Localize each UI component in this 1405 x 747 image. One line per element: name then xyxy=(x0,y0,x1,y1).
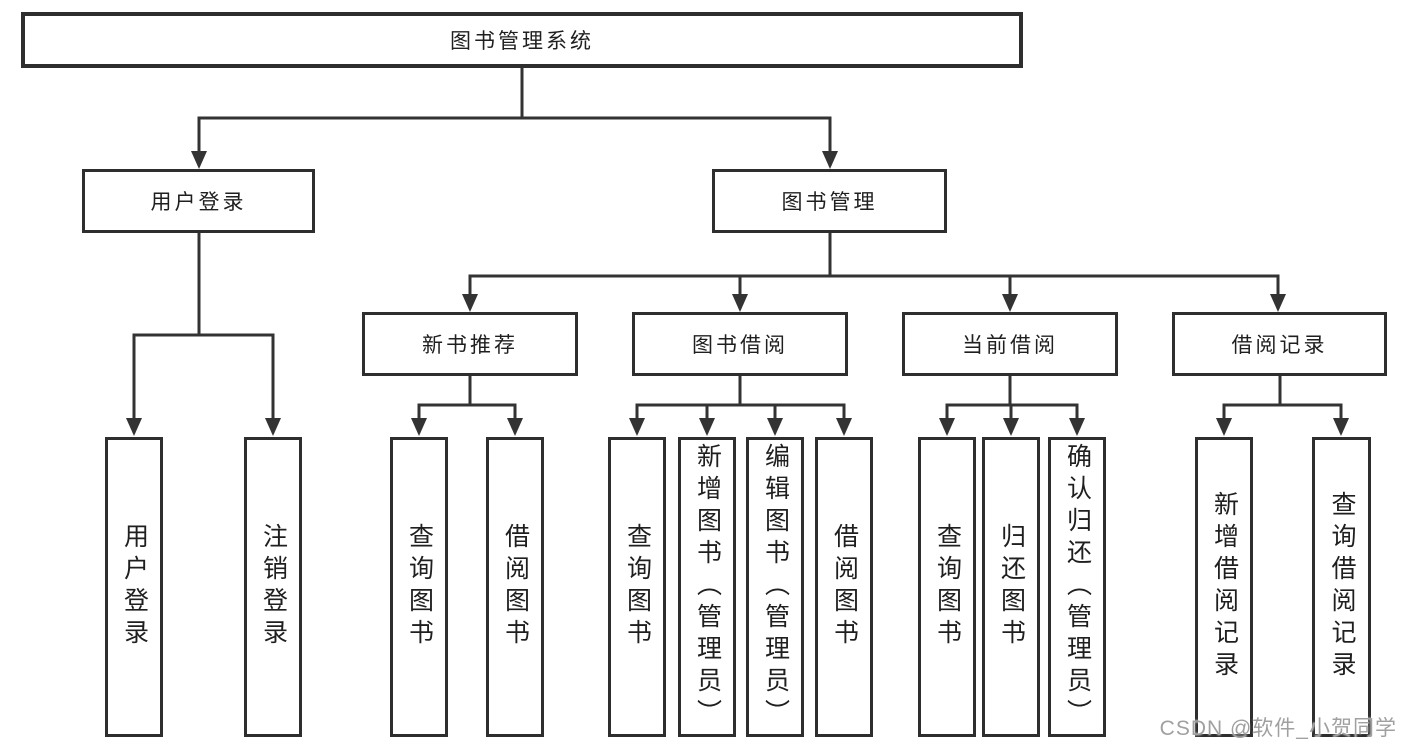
leaf-edit-book-admin: 编辑图书（管理员） xyxy=(746,437,804,737)
leaf-user-login: 用户登录 xyxy=(105,437,163,737)
leaf-borrow-books: 借阅图书 xyxy=(815,437,873,737)
node-label: 新书推荐 xyxy=(422,334,518,357)
node-label: 归还图书 xyxy=(997,523,1026,651)
node-new-book-recommendation: 新书推荐 xyxy=(362,312,578,376)
leaf-query-books-borrowing: 查询图书 xyxy=(608,437,666,737)
node-label: 用户登录 xyxy=(120,523,149,651)
leaf-query-books-recommend: 查询图书 xyxy=(390,437,448,737)
node-borrowing-records: 借阅记录 xyxy=(1172,312,1387,376)
node-label: 新增借阅记录 xyxy=(1210,491,1239,683)
node-label: 新增图书（管理员） xyxy=(693,443,722,731)
csdn-watermark: CSDN @软件_小贺同学 xyxy=(1159,717,1397,740)
leaf-return-book: 归还图书 xyxy=(982,437,1040,737)
leaf-logout: 注销登录 xyxy=(244,437,302,737)
node-label: 查询借阅记录 xyxy=(1328,491,1356,683)
node-label: 查询图书 xyxy=(405,523,434,651)
node-book-borrowing: 图书借阅 xyxy=(632,312,848,376)
node-label: 确认归还（管理员） xyxy=(1063,443,1092,731)
leaf-confirm-return-admin: 确认归还（管理员） xyxy=(1048,437,1106,737)
node-library-management-system: 图书管理系统 xyxy=(21,12,1023,68)
leaf-query-books-current: 查询图书 xyxy=(918,437,976,737)
node-user-login: 用户登录 xyxy=(82,169,315,233)
node-label: 图书管理系统 xyxy=(450,30,594,53)
node-current-borrowing: 当前借阅 xyxy=(902,312,1118,376)
node-label: 借阅图书 xyxy=(830,523,859,651)
leaf-query-borrow-record: 查询借阅记录 xyxy=(1312,437,1371,737)
node-label: 当前借阅 xyxy=(962,334,1058,357)
node-label: 编辑图书（管理员） xyxy=(761,443,790,731)
leaf-add-borrow-record: 新增借阅记录 xyxy=(1195,437,1253,737)
node-label: 注销登录 xyxy=(259,523,288,651)
node-label: 用户登录 xyxy=(150,191,247,214)
leaf-add-book-admin: 新增图书（管理员） xyxy=(678,437,736,737)
node-label: 查询图书 xyxy=(933,523,962,651)
node-label: 借阅记录 xyxy=(1231,334,1328,357)
node-label: 借阅图书 xyxy=(501,523,530,651)
node-label: 图书借阅 xyxy=(692,334,788,357)
node-label: 图书管理 xyxy=(781,191,878,214)
node-book-management: 图书管理 xyxy=(712,169,947,233)
leaf-borrow-books-recommend: 借阅图书 xyxy=(486,437,544,737)
node-label: 查询图书 xyxy=(623,523,652,651)
